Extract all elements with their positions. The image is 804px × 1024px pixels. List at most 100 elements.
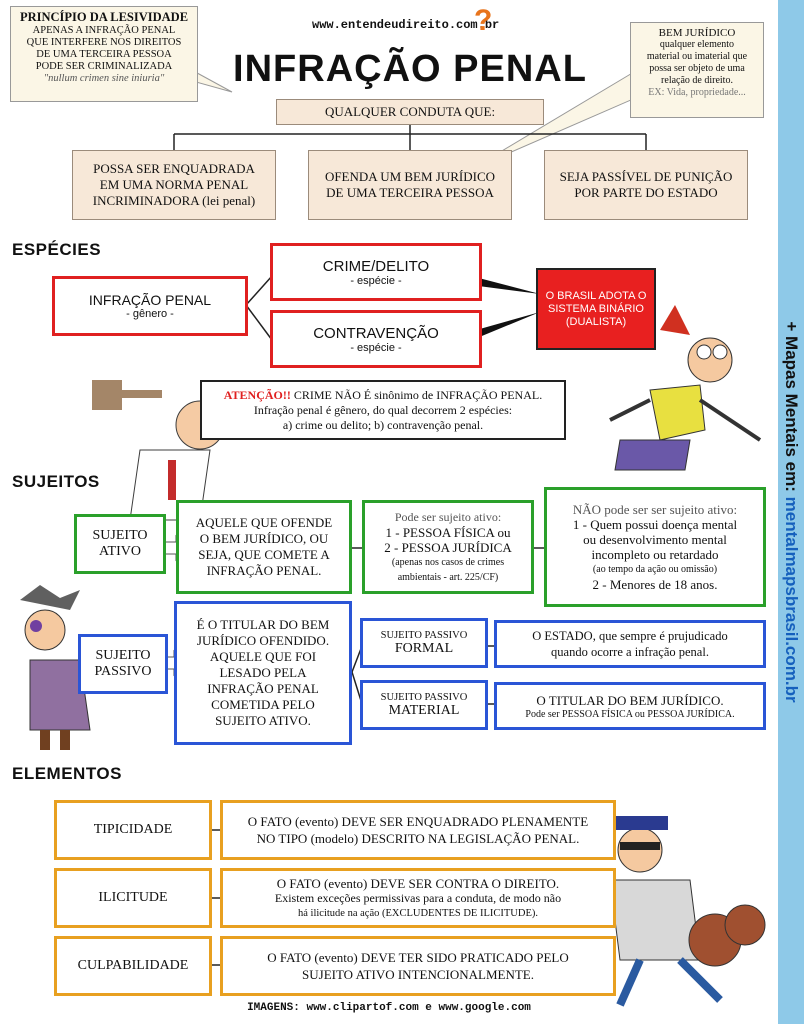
passivo-def: É O TITULAR DO BEM xyxy=(196,617,330,632)
crime-box: CRIME/DELITO - espécie - xyxy=(270,243,482,301)
pode-note: ambientais - art. 225/CF) xyxy=(397,571,499,583)
ativo-def: SEJA, QUE COMETE A xyxy=(198,547,330,562)
sistema-binario-box: O BRASIL ADOTA O SISTEMA BINÁRIO (DUALIS… xyxy=(536,268,656,350)
bem-juridico-line: possa ser objeto de uma xyxy=(649,63,745,74)
brasil-line: (DUALISTA) xyxy=(565,315,627,328)
elemento-desc: NO TIPO (modelo) DESCRITO NA LEGISLAÇÃO … xyxy=(256,831,580,846)
section-sujeitos: SUJEITOS xyxy=(12,472,100,491)
elemento-desc: SUJEITO ATIVO INTENCIONALMENTE. xyxy=(302,967,534,982)
pode-item: 1 - PESSOA FÍSICA ou xyxy=(385,524,511,540)
conduta-box-2: OFENDA UM BEM JURÍDICO DE UMA TERCEIRA P… xyxy=(308,150,512,220)
elemento-desc-box: O FATO (evento) DEVE SER ENQUADRADO PLEN… xyxy=(220,800,616,860)
passivo-label: SUJEITO xyxy=(95,648,151,663)
formal-desc: O ESTADO, que sempre é prujudicado xyxy=(532,629,728,643)
genero-box: INFRAÇÃO PENAL - gênero - xyxy=(52,276,248,336)
passivo-def: AQUELE QUE FOI xyxy=(209,649,317,664)
contravencao-tag: - espécie - xyxy=(350,341,402,354)
ativo-label: SUJEITO xyxy=(92,528,148,543)
passivo-material-box: SUJEITO PASSIVO MATERIAL xyxy=(360,680,488,730)
principio-line: PODE SER CRIMINALIZADA xyxy=(35,61,173,72)
pode-ser-ativo-box: Pode ser sujeito ativo: 1 - PESSOA FÍSIC… xyxy=(362,500,534,594)
bem-juridico-line: relação de direito. xyxy=(661,75,733,86)
page-title: INFRAÇÃO PENAL xyxy=(233,48,587,90)
sidebar-url[interactable]: mentalmapsbrasil.com.br xyxy=(782,496,801,703)
elemento-desc-box: O FATO (evento) DEVE TER SIDO PRATICADO … xyxy=(220,936,616,996)
bem-juridico-line: qualquer elemento xyxy=(659,39,735,50)
question-mark-icon: ? xyxy=(474,4,493,37)
cartoon-thief xyxy=(609,816,766,1007)
cartoon-victim xyxy=(20,585,91,750)
crime-tag: - espécie - xyxy=(350,274,402,287)
passivo-def: INFRAÇÃO PENAL xyxy=(207,681,319,696)
sidebar-banner xyxy=(778,0,804,1024)
elemento-desc: O FATO (evento) DEVE SER ENQUADRADO PLEN… xyxy=(247,814,589,829)
site-url[interactable]: www.entendeudireito.com.br xyxy=(312,18,500,32)
conduta-line: OFENDA UM BEM JURÍDICO xyxy=(324,169,496,184)
genero-label: INFRAÇÃO PENAL xyxy=(88,292,212,308)
cartoon-crazy-man xyxy=(609,305,762,471)
contravencao-label: CONTRAVENÇÃO xyxy=(313,324,439,342)
principio-latin: "nullum crimen sine iniuria" xyxy=(43,73,165,84)
principio-title: PRINCÍPIO DA LESIVIDADE xyxy=(19,10,189,24)
elemento-name-box: ILICITUDE xyxy=(54,868,212,928)
atencao-line: a) crime ou delito; b) contravenção pena… xyxy=(282,417,484,432)
material-desc: O TITULAR DO BEM JURÍDICO. xyxy=(536,692,724,708)
footer-credits: IMAGENS: www.clipartof.com e www.google.… xyxy=(247,1002,531,1014)
sujeito-passivo-label-box: SUJEITO PASSIVO xyxy=(78,634,168,694)
conduta-line: EM UMA NORMA PENAL xyxy=(99,177,249,192)
principio-line: APENAS A INFRAÇÃO PENAL xyxy=(32,25,176,36)
conduta-line: POR PARTE DO ESTADO xyxy=(574,185,718,200)
passivo-def: COMETIDA PELO xyxy=(211,697,315,712)
formal-desc: quando ocorre a infração penal. xyxy=(551,645,709,659)
elemento-desc-box: O FATO (evento) DEVE SER CONTRA O DIREIT… xyxy=(220,868,616,928)
conduta-line: SEJA PASSÍVEL DE PUNIÇÃO xyxy=(559,169,733,184)
conduta-line: DE UMA TERCEIRA PESSOA xyxy=(326,185,494,200)
atencao-line: CRIME NÃO É sinônimo de INFRAÇÃO PENAL. xyxy=(290,387,543,402)
passivo-formal-box: SUJEITO PASSIVO FORMAL xyxy=(360,618,488,668)
ativo-label: ATIVO xyxy=(99,544,141,559)
brasil-line: O BRASIL ADOTA O xyxy=(545,289,647,302)
nao-title: NÃO pode ser ser sujeito ativo: xyxy=(572,502,738,517)
conduta-line: INCRIMINADORA (lei penal) xyxy=(92,193,256,208)
atencao-line: Infração penal é gênero, do qual decorre… xyxy=(253,402,513,417)
material-label: MATERIAL xyxy=(388,702,460,718)
nao-item: 1 - Quem possui doença mental xyxy=(572,517,738,532)
elemento-name-box: TIPICIDADE xyxy=(54,800,212,860)
elemento-name: TIPICIDADE xyxy=(93,822,173,837)
passivo-formal-desc-box: O ESTADO, que sempre é prujudicado quand… xyxy=(494,620,766,668)
elemento-desc: há ilicitude na ação (EXCLUDENTES DE ILI… xyxy=(298,907,538,919)
section-elementos: ELEMENTOS xyxy=(12,764,122,783)
principio-line: DE UMA TERCEIRA PESSOA xyxy=(36,49,172,60)
genero-tag: - gênero - xyxy=(126,308,174,320)
conduct-subtitle-text: QUALQUER CONDUTA QUE: xyxy=(324,104,496,119)
sujeito-ativo-label-box: SUJEITO ATIVO xyxy=(74,514,166,574)
passivo-label: PASSIVO xyxy=(94,664,152,679)
passivo-def: LESADO PELA xyxy=(219,665,307,680)
principio-line: QUE INTERFERE NOS DIREITOS xyxy=(26,37,182,48)
elemento-desc: O FATO (evento) DEVE SER CONTRA O DIREIT… xyxy=(276,875,560,891)
bem-juridico-note: BEM JURÍDICO qualquer elemento material … xyxy=(630,22,764,118)
brasil-line: SISTEMA BINÁRIO xyxy=(548,302,644,315)
nao-item: 2 - Menores de 18 anos. xyxy=(592,577,718,592)
pode-note: (apenas nos casos de crimes xyxy=(391,556,505,568)
formal-label: FORMAL xyxy=(394,640,454,656)
pode-title: Pode ser sujeito ativo: xyxy=(394,509,502,524)
elemento-desc: Existem exceções permissivas para a cond… xyxy=(274,890,562,905)
atencao-box: ATENÇÃO!! CRIME NÃO É sinônimo de INFRAÇ… xyxy=(200,380,566,440)
principio-lesividade-note: PRINCÍPIO DA LESIVIDADE APENAS A INFRAÇÃ… xyxy=(10,6,198,102)
conduta-line: POSSA SER ENQUADRADA xyxy=(93,161,255,176)
elemento-desc: O FATO (evento) DEVE TER SIDO PRATICADO … xyxy=(267,950,569,965)
nao-item: incompleto ou retardado xyxy=(591,547,719,562)
bem-juridico-line: material ou imaterial que xyxy=(646,51,748,62)
sujeito-passivo-def-box: É O TITULAR DO BEM JURÍDICO OFENDIDO. AQ… xyxy=(174,601,352,745)
ativo-def: AQUELE QUE OFENDE xyxy=(195,515,333,530)
passivo-material-desc-box: O TITULAR DO BEM JURÍDICO. Pode ser PESS… xyxy=(494,682,766,730)
passivo-def: JURÍDICO OFENDIDO. xyxy=(196,633,330,648)
nao-note: (ao tempo da ação ou omissão) xyxy=(592,564,718,575)
passivo-def: SUJEITO ATIVO. xyxy=(215,713,311,728)
bem-juridico-example: EX: Vida, propriedade... xyxy=(648,87,746,98)
atencao-label: ATENÇÃO!! xyxy=(223,387,291,402)
nao-pode-ser-ativo-box: NÃO pode ser ser sujeito ativo: 1 - Quem… xyxy=(544,487,766,607)
elemento-name-box: CULPABILIDADE xyxy=(54,936,212,996)
conduct-subtitle: QUALQUER CONDUTA QUE: xyxy=(276,99,544,125)
